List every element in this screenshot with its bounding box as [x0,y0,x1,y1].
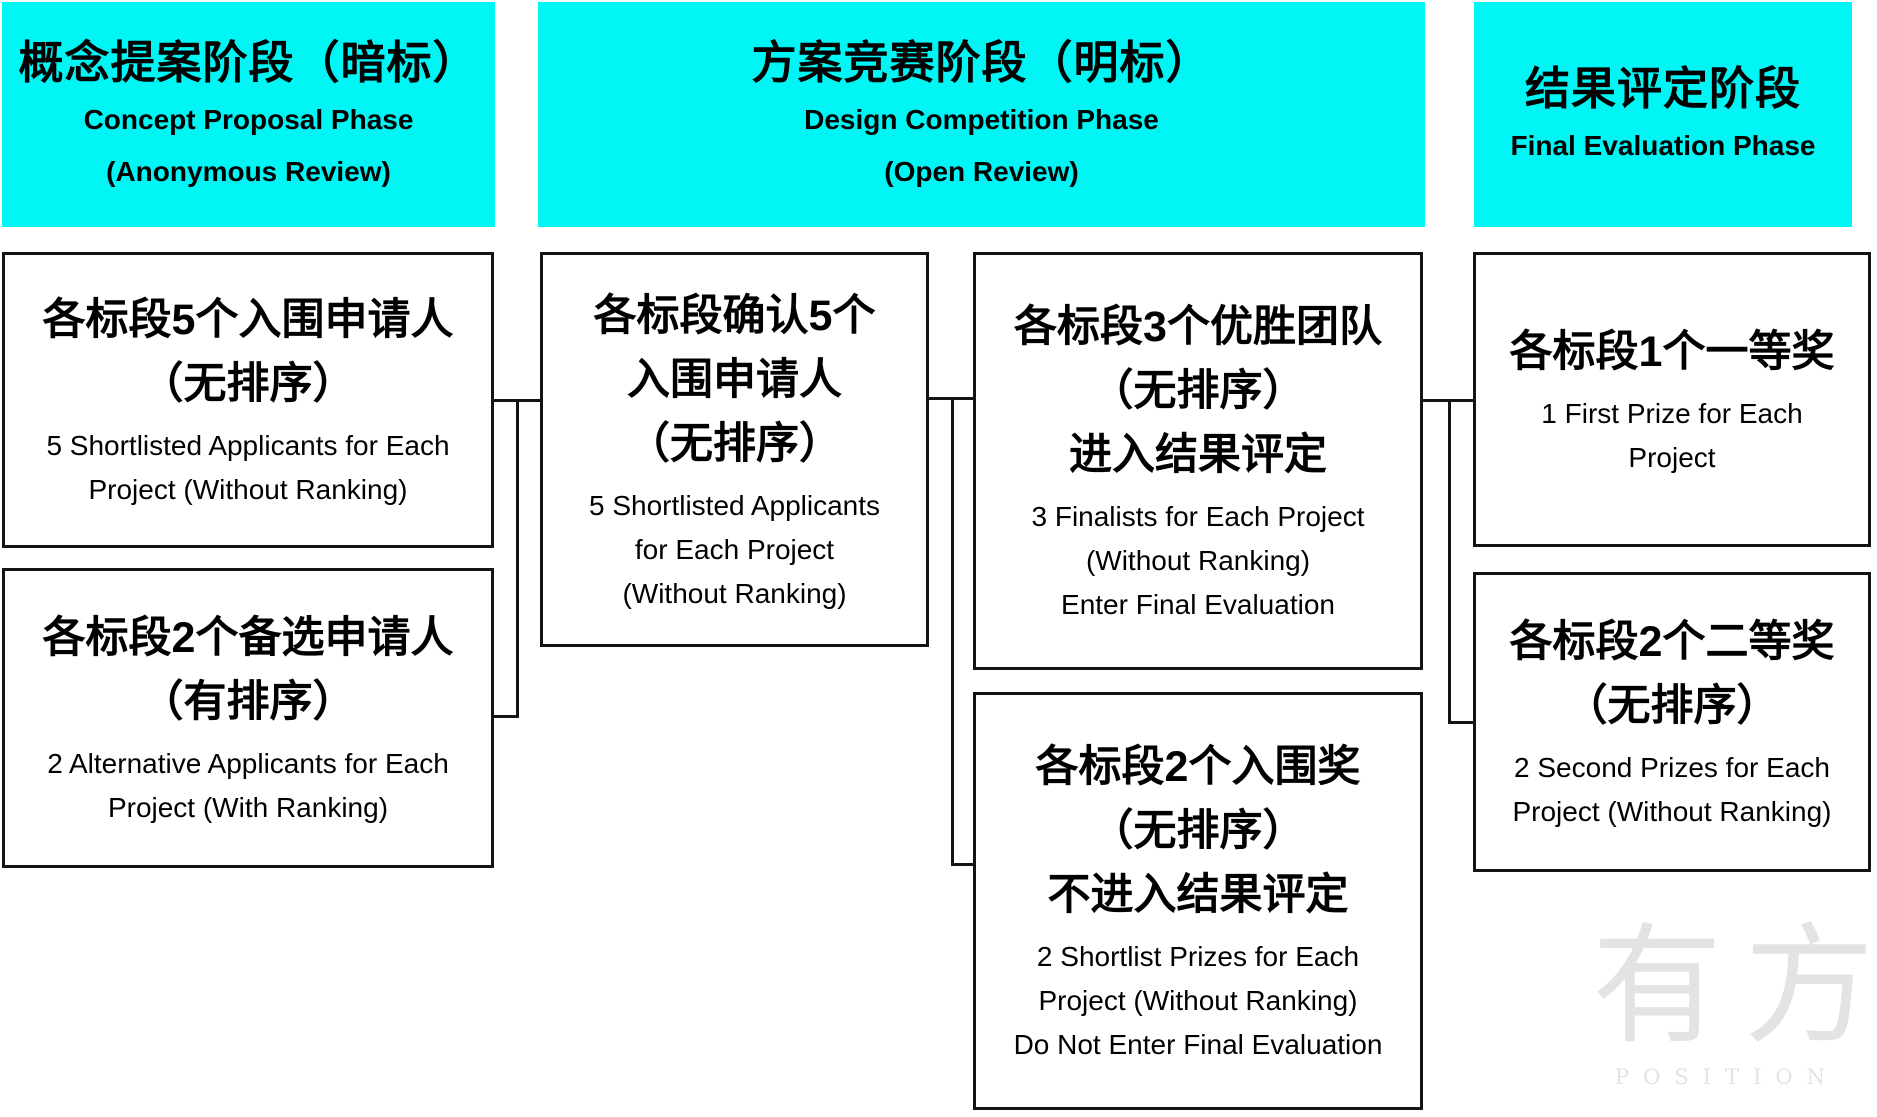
box-text-block-cn: 各标段5个入围申请人 （无排序） [43,288,454,416]
box-text-block-cn: 各标段1个一等奖 [1510,320,1835,384]
box-line-cn: 各标段5个入围申请人 [42,296,454,344]
box-line-cn: （无排序） [626,419,842,468]
connector-c1-c2-vertical [516,399,519,718]
box-line-cn: （无排序） [140,360,356,408]
box-text-block-cn: 各标段2个二等奖 （无排序） [1510,610,1835,738]
box-line-cn: 入围申请人 [626,355,842,404]
box-text-block-cn: 各标段2个备选申请人 （有排序） [43,606,454,734]
box-line-cn: 各标段2个二等奖 [1509,618,1835,666]
box-alternative-applicants: 各标段2个备选申请人 （有排序） 2 Alternative Applicant… [2,568,494,868]
box-text-block-cn: 各标段2个入围奖 （无排序） 不进入结果评定 [1036,735,1361,927]
box-line-en: Project [1628,441,1716,473]
box-line-en: 2 Shortlist Prizes for Each [1036,941,1360,972]
phase-concept-title-cn: 概念提案阶段（暗标） [18,36,479,88]
box-line-cn: （无排序） [1090,367,1306,415]
box-text-block-en: 2 Shortlist Prizes for Each Project (Wit… [1014,935,1383,1067]
connector-c1-c2-bottom-horizontal [494,715,519,718]
box-line-cn: （无排序） [1564,682,1780,730]
box-line-cn: 各标段2个入围奖 [1035,743,1361,791]
box-text-block-en: 2 Second Prizes for Each Project (Withou… [1512,746,1831,834]
box-first-prize: 各标段1个一等奖 1 First Prize for Each Project [1473,252,1871,547]
box-line-en: 2 Alternative Applicants for Each [47,748,449,779]
phase-design-subtitle-en: (Open Review) [884,155,1079,187]
phase-header-final: 结果评定阶段 Final Evaluation Phase [1474,2,1852,227]
box-text-block-en: 5 Shortlisted Applicants for Each Projec… [46,424,449,512]
box-line-en: 2 Second Prizes for Each [1514,752,1830,783]
phase-concept-title-en: Concept Proposal Phase [83,103,414,135]
box-line-cn: 各标段2个备选申请人 [42,614,454,662]
box-line-en: 1 First Prize for Each [1541,397,1803,429]
box-line-en: Project (With Ranking) [107,792,389,823]
box-text-block-en: 2 Alternative Applicants for Each Projec… [47,742,449,830]
box-line-cn: 不进入结果评定 [1047,871,1349,919]
phase-concept-subtitle-en: (Anonymous Review) [106,155,391,187]
connector-c3-c4-bottom-horizontal [1448,721,1473,724]
phase-design-title-cn: 方案竞赛阶段（明标） [751,36,1212,88]
box-line-en: (Without Ranking) [1085,545,1311,576]
box-shortlist-prizes: 各标段2个入围奖 （无排序） 不进入结果评定 2 Shortlist Prize… [973,692,1423,1110]
box-line-en: 5 Shortlisted Applicants for Each [46,430,450,461]
phase-header-design: 方案竞赛阶段（明标） Design Competition Phase (Ope… [538,2,1425,227]
box-finalists: 各标段3个优胜团队 （无排序） 进入结果评定 3 Finalists for E… [973,252,1423,670]
connector-c2-c3-bottom-horizontal [951,863,973,866]
box-shortlisted-applicants: 各标段5个入围申请人 （无排序） 5 Shortlisted Applicant… [2,252,494,548]
box-line-cn: 各标段3个优胜团队 [1014,303,1382,351]
box-line-en: (Without Ranking) [622,577,847,609]
box-line-cn: （无排序） [1090,807,1306,855]
box-line-cn: 各标段确认5个 [593,291,876,340]
box-line-en: Project (Without Ranking) [1512,796,1832,827]
phase-design-title-en: Design Competition Phase [804,103,1159,135]
box-line-en: 5 Shortlisted Applicants [588,489,881,521]
box-text-block-en: 1 First Prize for Each Project [1541,392,1802,480]
box-line-cn: 进入结果评定 [1068,431,1327,479]
phase-header-concept: 概念提案阶段（暗标） Concept Proposal Phase (Anony… [2,2,495,227]
phase-final-title-en: Final Evaluation Phase [1510,129,1816,161]
box-line-en: Project (Without Ranking) [88,474,408,505]
box-confirmed-shortlist: 各标段确认5个 入围申请人 （无排序） 5 Shortlisted Applic… [540,252,929,647]
connector-c3-c4-vertical [1448,399,1451,724]
connector-c2-c3-vertical [951,397,954,866]
box-text-block-en: 5 Shortlisted Applicants for Each Projec… [589,484,880,616]
box-text-block-cn: 各标段3个优胜团队 （无排序） 进入结果评定 [1014,295,1382,487]
watermark: 有方 POSITION [1570,910,1877,1090]
box-line-en: 3 Finalists for Each Project [1031,501,1365,532]
box-line-en: Project (Without Ranking) [1038,985,1358,1016]
box-text-block-en: 3 Finalists for Each Project (Without Ra… [1031,495,1364,627]
watermark-logo-cn: 有方 [1592,910,1877,1062]
phase-final-title-cn: 结果评定阶段 [1524,62,1801,114]
box-line-cn: 各标段1个一等奖 [1509,327,1835,376]
watermark-logo-en: POSITION [1615,1065,1839,1089]
box-second-prizes: 各标段2个二等奖 （无排序） 2 Second Prizes for Each … [1473,572,1871,872]
box-line-en: Enter Final Evaluation [1061,589,1335,620]
box-line-en: Do Not Enter Final Evaluation [1013,1029,1383,1060]
box-text-block-cn: 各标段确认5个 入围申请人 （无排序） [594,284,876,476]
box-line-cn: （有排序） [140,678,356,726]
box-line-en: for Each Project [634,533,835,565]
